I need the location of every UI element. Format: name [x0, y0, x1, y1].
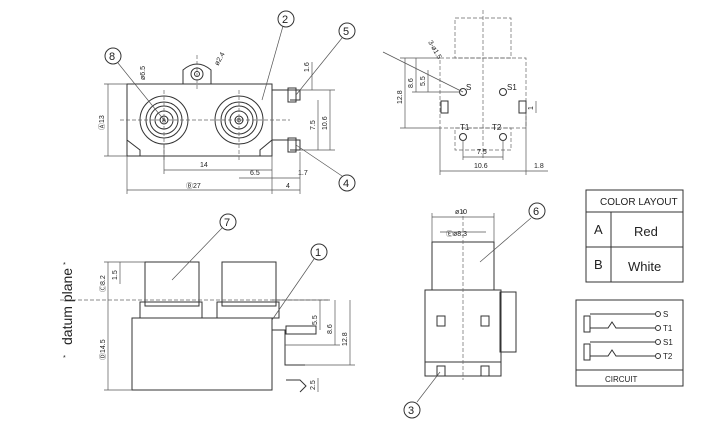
- color-value-white: White: [628, 259, 661, 274]
- datum-star-bottom: *: [63, 355, 66, 362]
- datum-label: datum plane: [59, 268, 75, 345]
- dim-1-7: 1.7: [298, 170, 308, 177]
- dim-6-5: 6.5: [250, 170, 260, 177]
- dim-1-6: 1.6: [304, 62, 311, 72]
- callout-7: 7: [171, 213, 237, 281]
- color-key-b: B: [594, 257, 603, 272]
- callout-6: 6: [479, 202, 546, 263]
- end-view: ø10 Ⓔø8.3: [424, 209, 517, 380]
- circuit-diagram: CIRCUIT S T1 S1 T2: [575, 299, 684, 387]
- callout-2: 2: [261, 10, 295, 101]
- dim-side-5-5: 5.5: [312, 315, 319, 325]
- dim-phi-2-4: ø2.4: [214, 51, 227, 67]
- dim-pin-1: 1: [528, 106, 535, 110]
- circuit-pin-t1: T1: [663, 324, 673, 333]
- dim-pin-5-5: 5.5: [420, 76, 427, 86]
- circuit-pin-t2: T2: [663, 352, 673, 361]
- front-view: Ⓐ Ⓑ 14 6.5 1.7 Ⓑ27 4: [98, 51, 335, 194]
- dim-7-5: 7.5: [310, 120, 317, 130]
- dim-side-1-5: 1.5: [112, 270, 119, 280]
- circuit-pin-s1: S1: [663, 338, 673, 347]
- svg-text:2: 2: [282, 14, 288, 26]
- svg-text:1: 1: [315, 247, 321, 259]
- callout-5: 5: [295, 22, 356, 96]
- circuit-pin-s: S: [663, 310, 668, 319]
- dim-13: Ⓐ13: [98, 115, 106, 130]
- dim-4: 4: [286, 183, 290, 190]
- dim-phi-8-3: Ⓔø8.3: [446, 230, 467, 238]
- dim-side-8-6: 8.6: [327, 324, 334, 334]
- dim-14: 14: [200, 162, 208, 169]
- dim-10-6: 10.6: [322, 116, 329, 130]
- callout-1: 1: [271, 243, 328, 321]
- dim-pin-8-6: 8.6: [408, 78, 415, 88]
- circuit-title: CIRCUIT: [605, 375, 638, 384]
- svg-text:8: 8: [109, 51, 115, 63]
- dim-pin-7-5: 7.5: [477, 149, 487, 156]
- datum-star-top: *: [63, 262, 66, 269]
- svg-text:4: 4: [343, 178, 349, 190]
- dim-pin-10-6: 10.6: [474, 163, 488, 170]
- svg-text:5: 5: [343, 26, 349, 38]
- side-view: datum plane * * Ⓒ8.2 1.5 Ⓓ14.5 5.5 8.6 1…: [59, 261, 355, 393]
- svg-text:6: 6: [533, 206, 539, 218]
- callout-3: 3: [403, 371, 441, 419]
- svg-text:7: 7: [224, 217, 230, 229]
- dim-pin-1-8: 1.8: [534, 163, 544, 170]
- color-layout-table: COLOR LAYOUT A Red B White: [585, 189, 684, 283]
- dim-phi-6-5: ø6.5: [140, 66, 147, 80]
- svg-text:3: 3: [408, 405, 414, 417]
- dim-pin-12-8: 12.8: [397, 90, 404, 104]
- color-key-a: A: [594, 222, 603, 237]
- dim-side-12-8: 12.8: [342, 332, 349, 346]
- callout-4: 4: [295, 144, 356, 192]
- pin-label-s1: S1: [507, 83, 517, 92]
- pin-label-s: S: [466, 83, 471, 92]
- pin-label-t2: T2: [492, 123, 502, 132]
- callout-8: 8: [104, 47, 165, 121]
- color-layout-title: COLOR LAYOUT: [600, 197, 678, 208]
- pin-view: S S1 T1 T2 7.5 10.6 1.8 12.8 8.6 5.5 1 3…: [382, 10, 548, 175]
- pin-label-t1: T1: [460, 123, 470, 132]
- dim-phi-10: ø10: [455, 209, 467, 216]
- dim-side-14-5: Ⓓ14.5: [99, 339, 107, 360]
- dim-side-2-5: 2.5: [310, 380, 317, 390]
- dim-27: Ⓑ27: [186, 182, 201, 190]
- color-value-red: Red: [634, 224, 658, 239]
- dim-side-8-2: Ⓒ8.2: [99, 275, 107, 292]
- dim-pin-holes: 3-ø1.5: [426, 40, 442, 61]
